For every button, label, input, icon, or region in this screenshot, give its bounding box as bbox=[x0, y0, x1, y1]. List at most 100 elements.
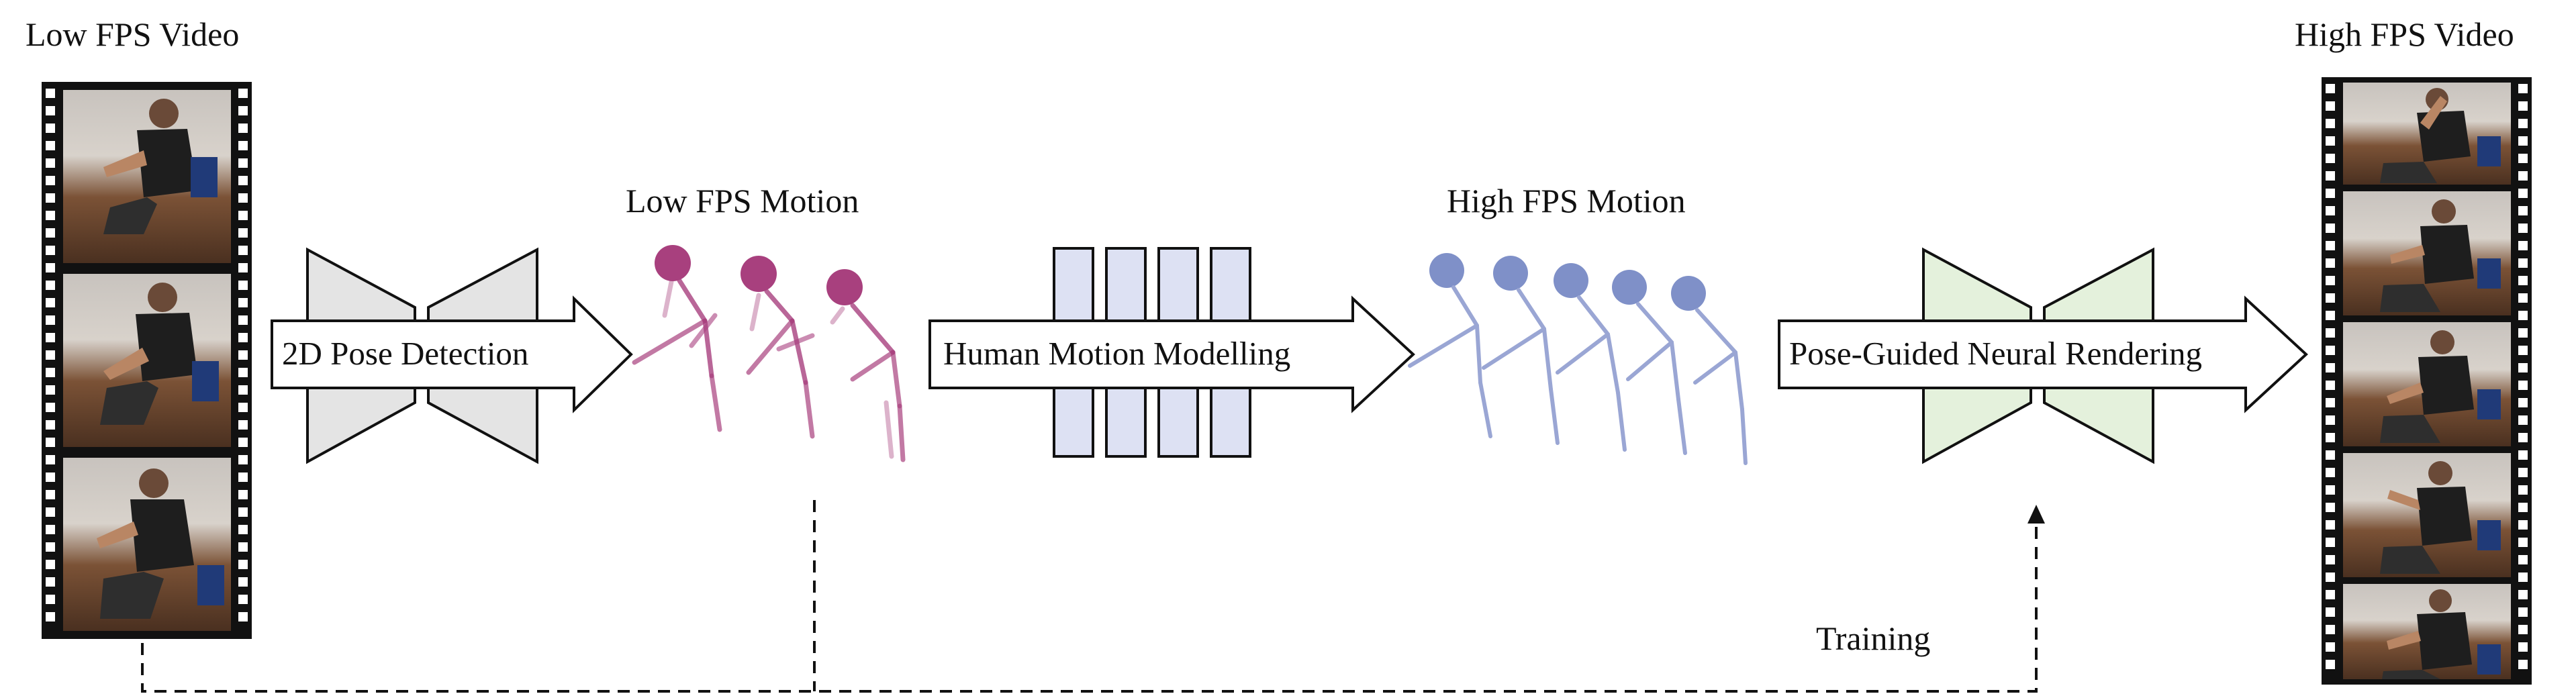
film-sprocket-hole bbox=[46, 246, 55, 255]
film-sprocket-hole bbox=[2518, 311, 2528, 320]
film-sprocket-hole bbox=[2326, 485, 2335, 495]
film-sprocket-hole bbox=[2326, 555, 2335, 564]
high-fps-pose-figures bbox=[1408, 253, 1748, 465]
film-sprocket-hole bbox=[2326, 503, 2335, 512]
film-sprocket-hole bbox=[238, 106, 248, 115]
film-sprocket-hole bbox=[46, 403, 55, 412]
film-sprocket-hole bbox=[2518, 555, 2528, 564]
film-sprocket-hole bbox=[238, 211, 248, 220]
film-sprocket-hole bbox=[238, 158, 248, 168]
film-sprocket-hole bbox=[46, 455, 55, 464]
film-sprocket-hole bbox=[2518, 520, 2528, 530]
film-sprocket-hole bbox=[2326, 415, 2335, 425]
film-sprocket-hole bbox=[2326, 171, 2335, 181]
film-sprocket-hole bbox=[238, 263, 248, 272]
film-sprocket-hole bbox=[46, 438, 55, 447]
film-sprocket-hole bbox=[2326, 433, 2335, 442]
video-frame bbox=[2343, 83, 2511, 185]
film-sprocket-hole bbox=[2518, 346, 2528, 355]
film-sprocket-hole bbox=[238, 228, 248, 238]
film-sprocket-hole bbox=[2326, 241, 2335, 250]
film-sprocket-hole bbox=[2326, 206, 2335, 215]
video-frame bbox=[2343, 584, 2511, 679]
high-fps-motion-title: High FPS Motion bbox=[1447, 182, 1686, 219]
low-fps-video-film-strip bbox=[42, 82, 252, 639]
pose-detection-arrow bbox=[271, 295, 633, 413]
film-sprocket-hole bbox=[2326, 136, 2335, 146]
film-sprocket-hole bbox=[2326, 189, 2335, 198]
film-sprocket-hole bbox=[2326, 520, 2335, 530]
neural-rendering-arrow bbox=[1778, 295, 2308, 413]
film-sprocket-hole bbox=[2326, 346, 2335, 355]
film-sprocket-hole bbox=[238, 560, 248, 569]
film-sprocket-hole bbox=[238, 246, 248, 255]
film-sprocket-hole bbox=[2518, 154, 2528, 163]
film-sprocket-hole bbox=[2326, 381, 2335, 390]
film-sprocket-hole bbox=[46, 368, 55, 377]
film-sprocket-hole bbox=[2518, 276, 2528, 285]
video-frame bbox=[63, 458, 231, 631]
film-sprocket-hole bbox=[2518, 450, 2528, 460]
film-sprocket-hole bbox=[2518, 607, 2528, 617]
film-sprocket-hole bbox=[46, 507, 55, 517]
film-sprocket-hole bbox=[46, 473, 55, 482]
film-sprocket-hole bbox=[2326, 328, 2335, 338]
pose-detection-label: 2D Pose Detection bbox=[282, 335, 529, 372]
film-sprocket-hole bbox=[238, 507, 248, 517]
film-sprocket-hole bbox=[238, 281, 248, 290]
film-sprocket-hole bbox=[238, 490, 248, 499]
film-sprocket-hole bbox=[46, 281, 55, 290]
person-photo bbox=[2380, 330, 2501, 443]
motion-modelling-label: Human Motion Modelling bbox=[943, 335, 1291, 372]
film-sprocket-hole bbox=[46, 420, 55, 430]
video-frame bbox=[2343, 453, 2511, 577]
film-sprocket-hole bbox=[238, 542, 248, 552]
film-sprocket-hole bbox=[2518, 241, 2528, 250]
film-sprocket-hole bbox=[46, 612, 55, 622]
person-photo bbox=[97, 468, 224, 619]
film-sprocket-hole bbox=[238, 315, 248, 325]
film-sprocket-hole bbox=[2518, 363, 2528, 372]
film-sprocket-hole bbox=[238, 455, 248, 464]
film-sprocket-hole bbox=[2518, 415, 2528, 425]
film-sprocket-hole bbox=[238, 385, 248, 395]
film-sprocket-hole bbox=[2326, 573, 2335, 582]
film-sprocket-hole bbox=[2326, 642, 2335, 652]
film-sprocket-hole bbox=[46, 106, 55, 115]
low-fps-pose-figures bbox=[632, 245, 906, 462]
film-sprocket-hole bbox=[2518, 171, 2528, 181]
film-sprocket-hole bbox=[238, 333, 248, 342]
video-frame bbox=[2343, 191, 2511, 315]
film-sprocket-hole bbox=[46, 176, 55, 185]
film-sprocket-hole bbox=[46, 315, 55, 325]
film-sprocket-hole bbox=[2518, 625, 2528, 634]
film-sprocket-hole bbox=[2326, 258, 2335, 268]
film-sprocket-hole bbox=[2326, 607, 2335, 617]
film-sprocket-hole bbox=[238, 577, 248, 587]
film-sprocket-hole bbox=[238, 176, 248, 185]
video-frame bbox=[2343, 322, 2511, 446]
film-sprocket-hole bbox=[46, 89, 55, 98]
film-sprocket-hole bbox=[46, 211, 55, 220]
film-sprocket-hole bbox=[2518, 660, 2528, 669]
film-sprocket-hole bbox=[2518, 223, 2528, 233]
high-fps-video-title: High FPS Video bbox=[2295, 15, 2514, 53]
film-sprocket-hole bbox=[2326, 84, 2335, 93]
film-sprocket-hole bbox=[2326, 468, 2335, 477]
person-photo bbox=[2380, 88, 2501, 183]
film-sprocket-hole bbox=[2326, 276, 2335, 285]
film-sprocket-hole bbox=[2518, 503, 2528, 512]
film-sprocket-hole bbox=[2326, 154, 2335, 163]
film-sprocket-hole bbox=[2326, 223, 2335, 233]
film-sprocket-hole bbox=[46, 350, 55, 360]
film-sprocket-hole bbox=[46, 123, 55, 133]
film-sprocket-hole bbox=[46, 141, 55, 150]
film-sprocket-hole bbox=[238, 525, 248, 534]
film-sprocket-hole bbox=[238, 298, 248, 307]
film-sprocket-hole bbox=[46, 542, 55, 552]
film-sprocket-hole bbox=[2518, 538, 2528, 547]
person-photo bbox=[2380, 199, 2501, 312]
film-sprocket-hole bbox=[2326, 101, 2335, 111]
film-sprocket-hole bbox=[2326, 538, 2335, 547]
